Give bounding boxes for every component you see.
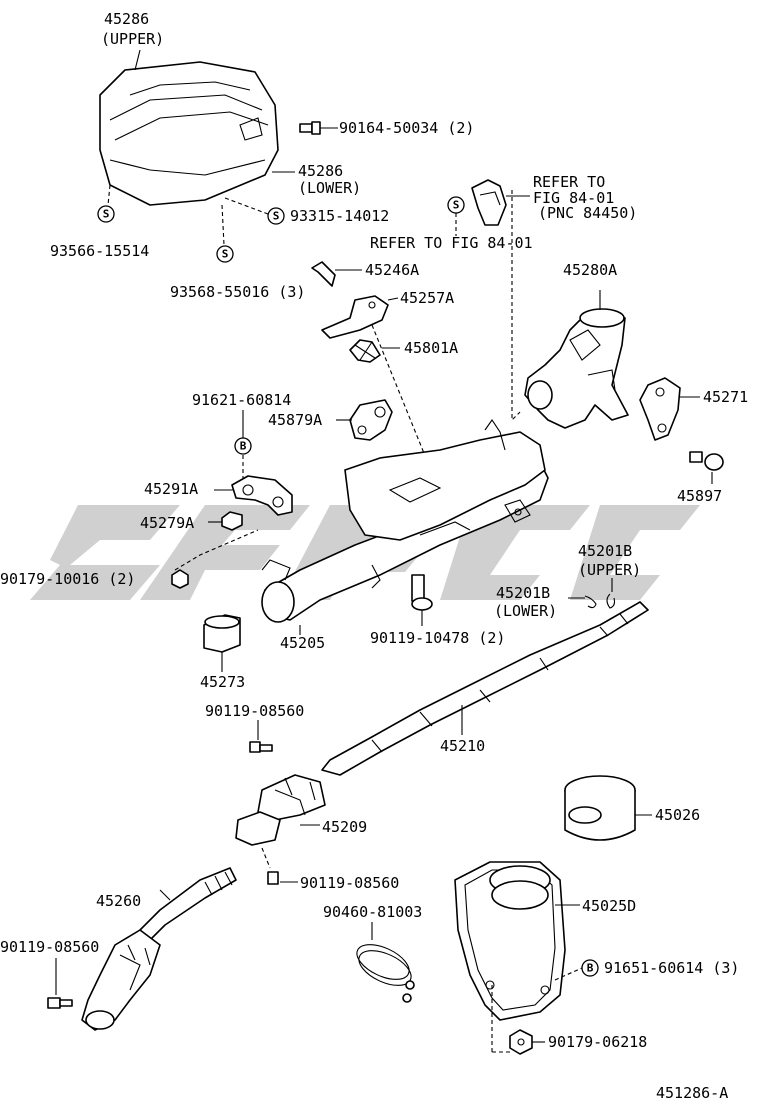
s-symbol-93566: S <box>97 184 115 223</box>
screw-90164-50034 <box>299 121 338 135</box>
label-45879a: 45879A <box>268 411 322 429</box>
snap-ring-45201b-lower <box>568 595 597 609</box>
label-45025d: 45025D <box>582 897 636 915</box>
bushing-45273 <box>203 614 241 672</box>
label-45286-lower-note: (LOWER) <box>298 179 361 197</box>
label-45286-upper: 45286 <box>104 10 149 28</box>
nut-45279a <box>208 511 243 531</box>
label-refer1-c: (PNC 84450) <box>538 204 637 222</box>
bolt-90119-08560-b <box>261 847 298 885</box>
label-45280a: 45280A <box>563 261 617 279</box>
housing-45280a <box>524 290 629 429</box>
label-45286-upper-note: (UPPER) <box>101 30 164 48</box>
s-symbol-93315: S <box>224 197 285 225</box>
label-45801a: 45801A <box>404 339 458 357</box>
bolt-45897 <box>689 451 724 484</box>
label-93566: 93566-15514 <box>50 242 149 260</box>
s-symbol-93568: S <box>216 204 234 263</box>
label-45246a: 45246A <box>365 261 419 279</box>
switch-part-84450 <box>471 179 530 226</box>
label-45201b-upper: 45201B <box>578 542 632 560</box>
label-45260: 45260 <box>96 892 141 910</box>
label-90179-10016: 90179-10016 (2) <box>0 570 135 588</box>
label-90119-08560-c: 90119-08560 <box>0 938 99 956</box>
svg-text:S: S <box>103 208 110 221</box>
label-refer1-b: FIG 84-01 <box>533 189 614 207</box>
label-45897: 45897 <box>677 487 722 505</box>
label-45201b-lower: 45201B <box>496 584 550 602</box>
svg-text:B: B <box>587 962 594 975</box>
label-90179-06218: 90179-06218 <box>548 1033 647 1051</box>
svg-text:S: S <box>222 248 229 261</box>
spring-45801a <box>349 339 400 363</box>
nut-90179-06218 <box>491 985 545 1055</box>
bolt-90119-08560-a <box>249 720 273 753</box>
label-91621: 91621-60814 <box>192 391 291 409</box>
column-tube-45205 <box>261 419 549 635</box>
boot-45026 <box>564 775 652 841</box>
dashed-refer-line <box>511 190 521 422</box>
nut-90179-10016 <box>171 529 259 589</box>
universal-joint-45209 <box>235 774 326 846</box>
label-refer2: REFER TO FIG 84-01 <box>370 234 533 252</box>
clip-45246a <box>311 261 362 287</box>
drawing-number: 451286-A <box>656 1084 728 1102</box>
intermediate-shaft-45260 <box>81 867 237 1031</box>
s-symbol-refer: S <box>447 196 465 236</box>
label-90460: 90460-81003 <box>323 903 422 921</box>
label-45286-lower: 45286 <box>298 162 343 180</box>
svg-text:S: S <box>273 210 280 223</box>
label-90119-08560-a: 90119-08560 <box>205 702 304 720</box>
label-93315: 93315-14012 <box>290 207 389 225</box>
label-45271: 45271 <box>703 388 748 406</box>
bracket-45879a <box>336 399 393 441</box>
label-45201b-lower-note: (LOWER) <box>494 602 557 620</box>
column-cover-45286 <box>99 61 279 206</box>
label-45210: 45210 <box>440 737 485 755</box>
label-45257a: 45257A <box>400 289 454 307</box>
label-45209: 45209 <box>322 818 367 836</box>
label-45291a: 45291A <box>144 480 198 498</box>
gasket-45271 <box>639 377 700 441</box>
label-90164: 90164-50034 (2) <box>339 119 474 137</box>
b-symbol-91651: B <box>554 959 599 981</box>
label-45026: 45026 <box>655 806 700 824</box>
bolt-90119-10478 <box>411 574 433 626</box>
labels: 45286 (UPPER) 90164-50034 (2) 45286 (LOW… <box>0 10 748 1102</box>
label-45201b-upper-note: (UPPER) <box>578 561 641 579</box>
cover-plate-45025d <box>454 861 580 1021</box>
steering-shaft-45210 <box>321 601 649 776</box>
label-93568: 93568-55016 (3) <box>170 283 305 301</box>
bolt-90119-08560-c <box>47 958 73 1009</box>
svg-text:S: S <box>453 199 460 212</box>
svg-text:B: B <box>240 440 247 453</box>
clamp-90460-81003 <box>356 922 415 1003</box>
leader-45286-upper <box>134 49 141 71</box>
label-90119-10478: 90119-10478 (2) <box>370 629 505 647</box>
snap-ring-45201b-upper <box>606 578 616 609</box>
b-symbol-91621: B <box>234 410 252 478</box>
label-45279a: 45279A <box>140 514 194 532</box>
label-90119-08560-b: 90119-08560 <box>300 874 399 892</box>
bracket-45291a <box>214 475 293 516</box>
label-45273: 45273 <box>200 673 245 691</box>
label-45205: 45205 <box>280 634 325 652</box>
label-91651: 91651-60614 (3) <box>604 959 739 977</box>
label-refer1-a: REFER TO <box>533 173 605 191</box>
